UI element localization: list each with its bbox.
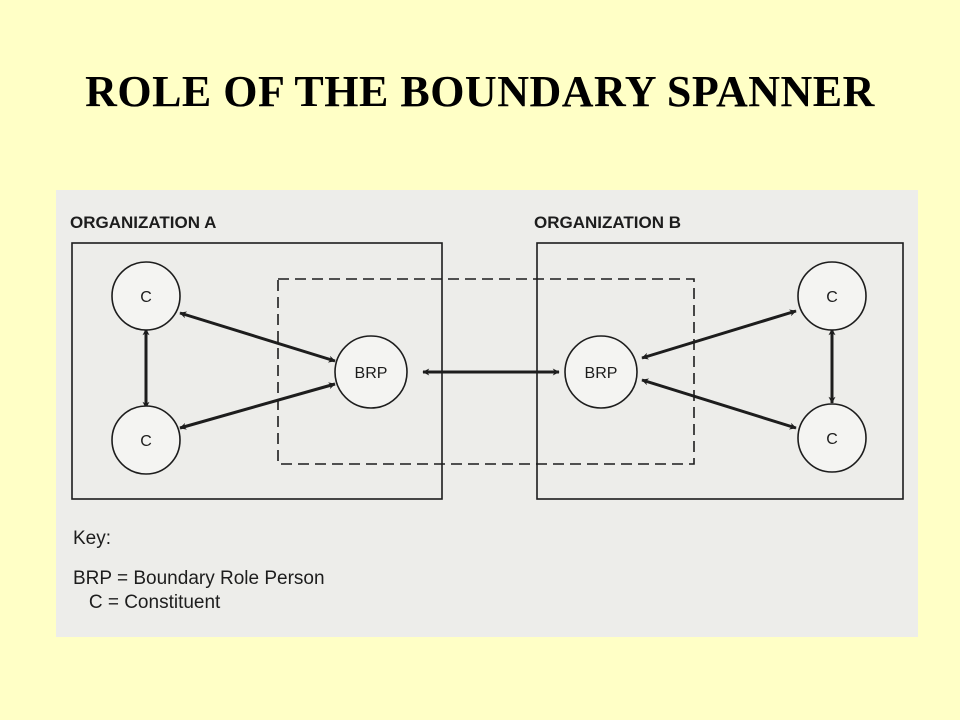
svg-text:C: C [826, 289, 838, 306]
organization-a-label: ORGANIZATION A [70, 213, 216, 232]
arrow-c-top-to-brp-b [641, 309, 797, 360]
key-heading: Key: [73, 528, 112, 549]
key-brp-definition: BRP = Boundary Role Person [73, 568, 325, 589]
constituent-node-b-top: C [797, 261, 867, 331]
svg-text:BRP: BRP [585, 365, 618, 382]
boundary-spanning-region [277, 278, 695, 465]
arrow-c-bottom-to-brp-b [641, 378, 797, 430]
svg-text:C: C [140, 433, 152, 450]
constituent-node-b-bottom: C [797, 403, 867, 473]
constituent-node-a-top: C [111, 261, 181, 331]
boundary-spanner-diagram: ORGANIZATION A ORGANIZATION B C C BRP [56, 190, 918, 637]
arrow-c-bottom-to-brp-a [179, 382, 336, 430]
constituent-node-a-bottom: C [111, 405, 181, 475]
brp-node-b: BRP [564, 335, 638, 409]
arrow-c-top-to-brp-a [179, 311, 336, 363]
organization-b-label: ORGANIZATION B [534, 213, 681, 232]
svg-text:C: C [140, 289, 152, 306]
diagram-canvas: ORGANIZATION A ORGANIZATION B C C BRP [70, 213, 904, 500]
key-constituent-definition: C = Constituent [73, 592, 221, 613]
brp-node-a: BRP [334, 335, 408, 409]
svg-text:C: C [826, 431, 838, 448]
slide-title: ROLE OF THE BOUNDARY SPANNER [85, 67, 875, 116]
svg-text:BRP: BRP [355, 365, 388, 382]
